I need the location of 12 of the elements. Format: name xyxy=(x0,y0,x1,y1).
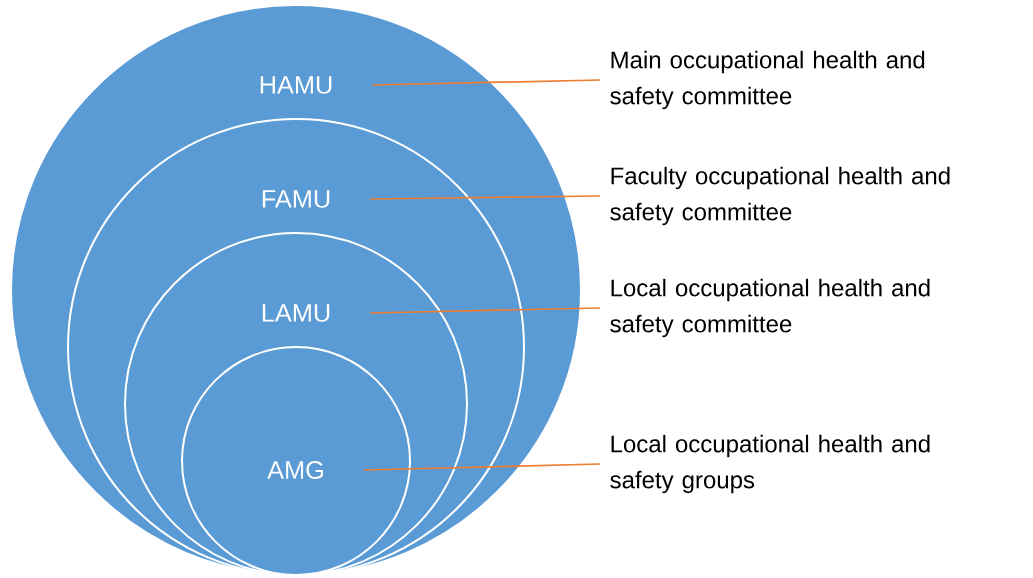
description-text: Faculty occupational health and safety committee xyxy=(610,166,950,226)
leader-line xyxy=(362,463,601,471)
description-text: Main occupational health and safety committee xyxy=(610,50,925,110)
circle-label: HAMU xyxy=(260,76,332,94)
leader-line xyxy=(369,307,601,314)
circle-label: AMG xyxy=(267,461,323,479)
circle-label: FAMU xyxy=(262,190,330,208)
description-text: Local occupational health and safety committee xyxy=(610,278,930,338)
leader-line xyxy=(369,195,601,200)
description-text: Local occupational health and safety groups xyxy=(610,434,930,494)
circle-label: LAMU xyxy=(262,304,330,322)
leader-line xyxy=(371,79,601,86)
